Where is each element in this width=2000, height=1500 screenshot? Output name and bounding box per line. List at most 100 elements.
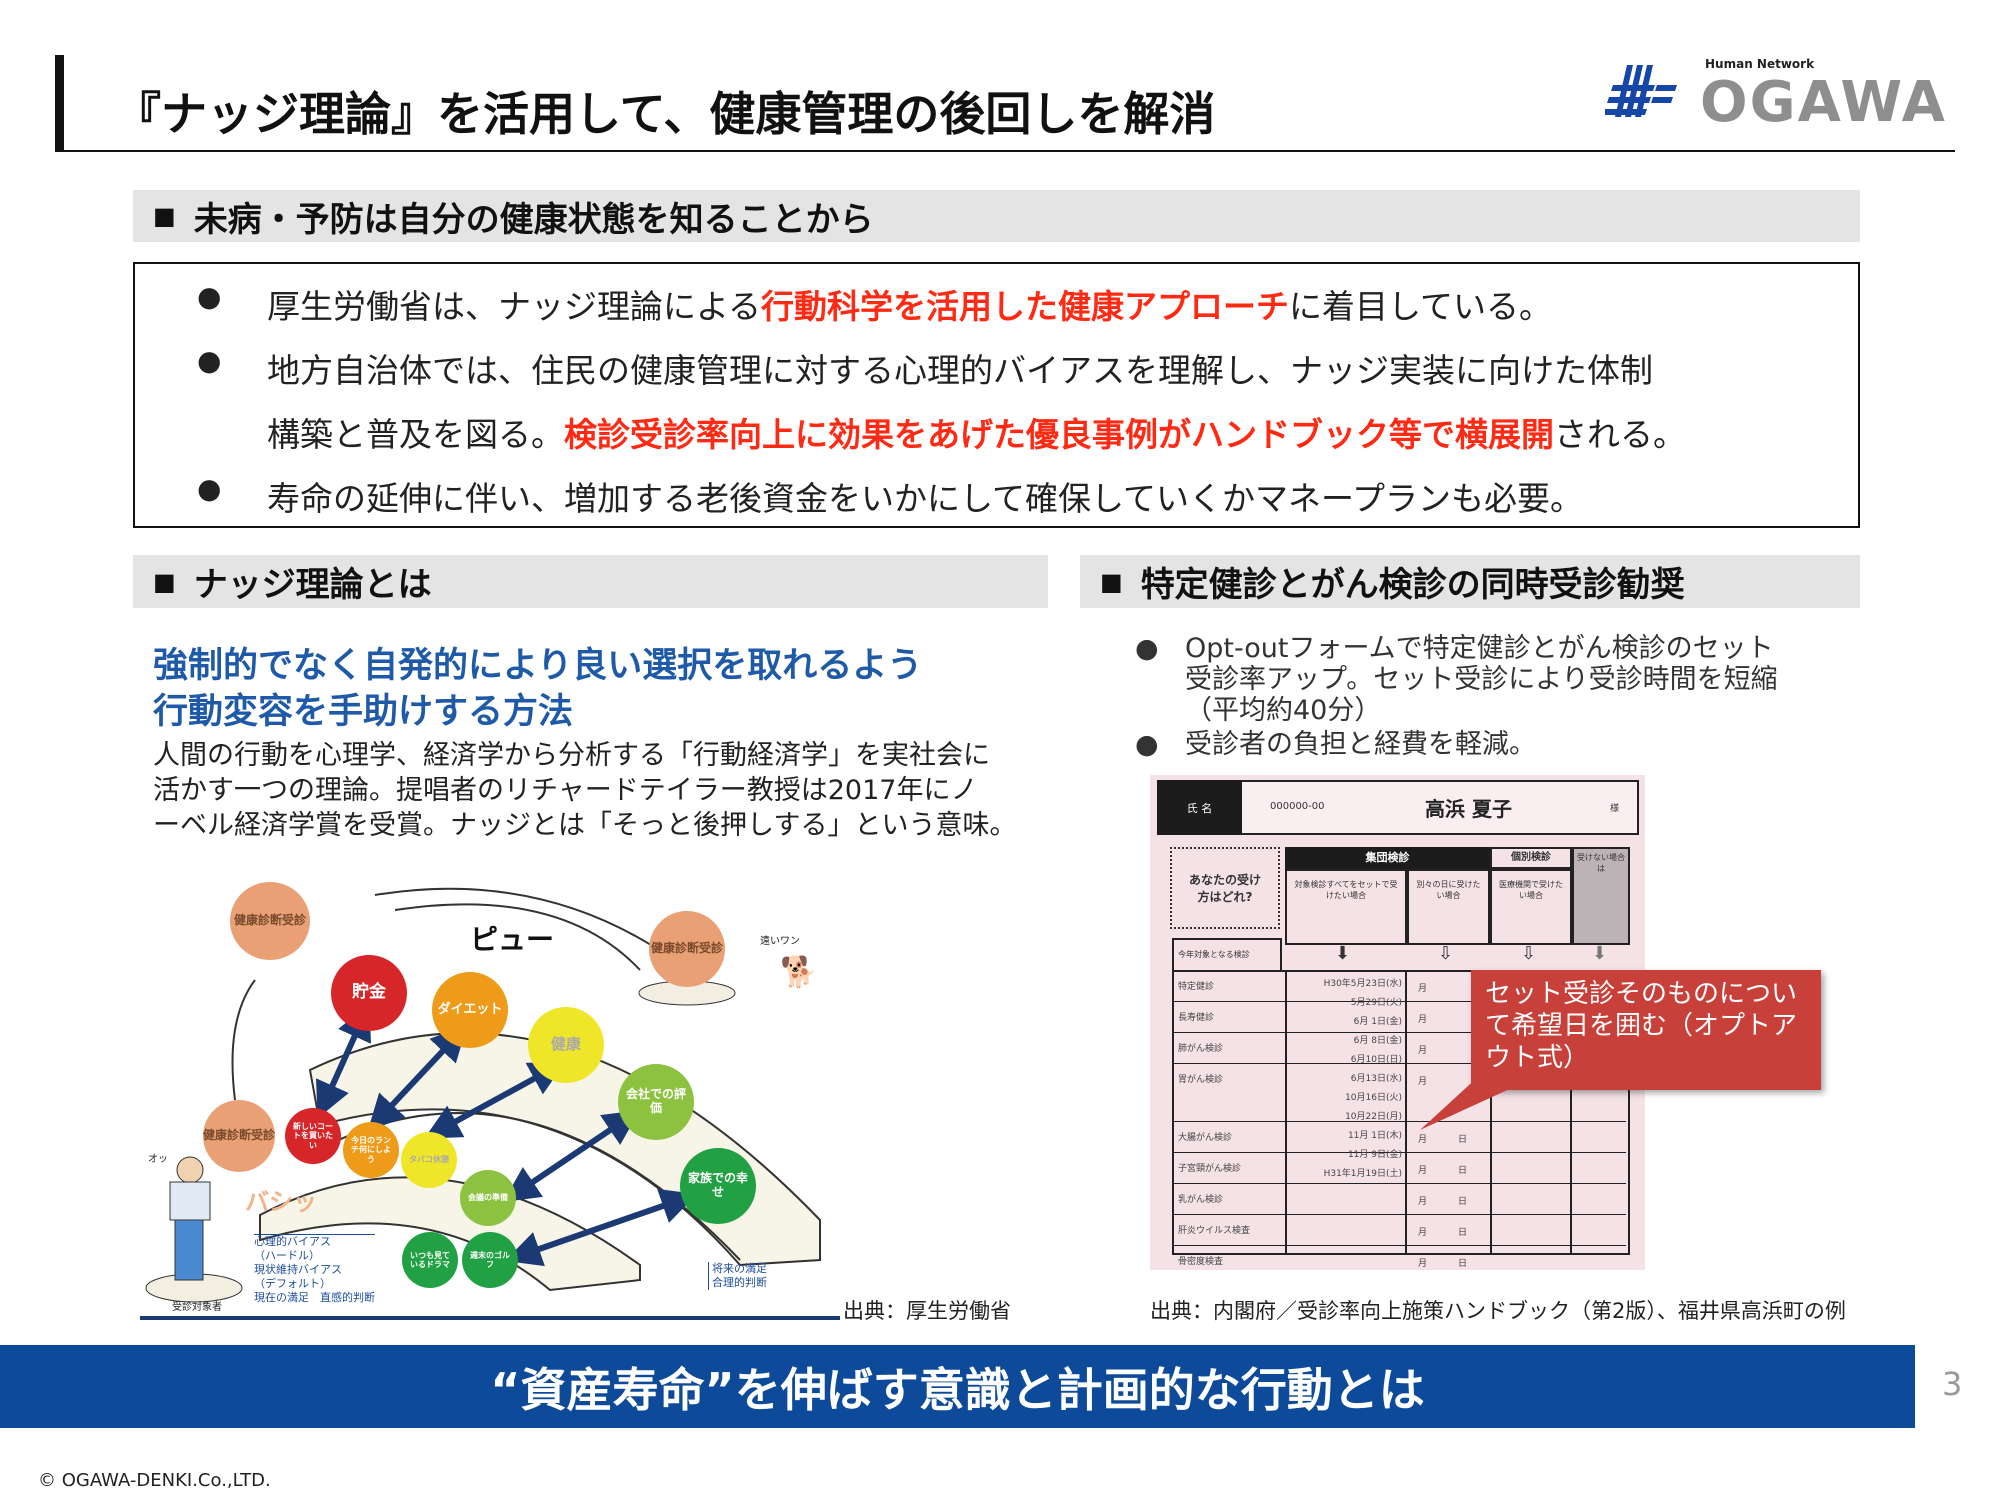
exam-row: 骨密度検査	[1178, 1257, 1224, 1267]
col-set: 対象検診すべてをセットで受けたい場合	[1285, 869, 1407, 945]
bottom-banner: “資産寿命”を伸ばす意識と計画的な行動とは	[0, 1345, 1915, 1428]
bullet-text: 受診者の負担と経費を軽減。	[1185, 729, 1536, 760]
far-sfx: 遠いワン	[760, 936, 800, 947]
date-item: 6月 1日(金)	[1353, 1017, 1402, 1027]
caption-line: 将来の満足	[712, 1262, 767, 1275]
clinic-column	[1490, 970, 1572, 1255]
row-divider	[1172, 1245, 1626, 1246]
bullet-text: 厚生労働省は、ナッジ理論による	[267, 287, 762, 326]
present-smoke-break: タバコ休憩	[401, 1132, 457, 1188]
bullet-icon: ●	[1135, 729, 1159, 760]
month-field: 月	[1418, 984, 1428, 994]
form-question: あなたの受け方はどれ?	[1170, 847, 1280, 929]
caption-line: 現在の満足 直感的判断	[254, 1291, 375, 1304]
month-field: 月	[1418, 1228, 1428, 1238]
square-bullet-icon: ■	[1100, 567, 1123, 596]
date-item: H31年1月19日(土)	[1323, 1169, 1402, 1179]
day-field: 日	[1458, 1135, 1468, 1145]
date-item: 11月 1日(木)	[1347, 1131, 1402, 1141]
caption-line: 合理的判断	[712, 1276, 767, 1289]
arrow-down-icon: ⬇	[1592, 943, 1608, 964]
bullet-text: （平均約40分）	[1185, 695, 1382, 726]
future-health: 健康	[528, 1007, 604, 1083]
future-diet: ダイエット	[432, 972, 508, 1048]
key-points-box: ●厚生労働省は、ナッジ理論による行動科学を活用した健康アプローチに着目している。…	[133, 262, 1860, 528]
dates-column	[1285, 970, 1407, 1255]
section-header-screening: ■ 特定健診とがん検診の同時受診勧奨	[1080, 555, 1860, 608]
checkup-ball-far: 健康診断受診	[649, 911, 725, 987]
arrow-down-outline-icon: ⇩	[1438, 943, 1454, 964]
present-drama: いつも見ているドラマ	[402, 1232, 458, 1288]
future-caption: 将来の満足 合理的判断	[708, 1262, 767, 1290]
square-bullet-icon: ■	[153, 567, 176, 596]
skip-header: 受けない場合は	[1572, 847, 1630, 945]
row-divider	[1172, 1121, 1626, 1122]
form-person-name: 高浜 夏子	[1425, 797, 1512, 821]
logo-mark-icon	[1603, 65, 1677, 117]
description-line: 人間の行動を心理学、経済学から分析する「行動経済学」を実社会に	[153, 740, 990, 771]
individual-exam-header: 個別検診	[1490, 847, 1572, 869]
oh-sfx: オッ	[148, 1154, 168, 1165]
logo-name: OGAWA	[1700, 70, 1947, 135]
bullet-text: 構築と普及を図る。	[267, 415, 564, 454]
month-field: 月	[1418, 1166, 1428, 1176]
date-item: 6月 8日(金)	[1353, 1036, 1402, 1046]
date-item: 6月10日(日)	[1350, 1055, 1402, 1065]
date-item: 10月22日(月)	[1345, 1112, 1402, 1122]
row-divider	[1172, 1001, 1626, 1002]
future-savings: 貯金	[331, 955, 407, 1031]
whoosh-sfx: ピュー	[470, 923, 555, 956]
month-field: 月	[1418, 1077, 1428, 1087]
exam-row: 大腸がん検診	[1178, 1133, 1233, 1143]
section-header-nudge: ■ナッジ理論とは	[133, 555, 1048, 608]
section-heading: 未病・予防は自分の健康状態を知ることから	[193, 199, 874, 240]
present-lunch: 今日のランチ何にしよう	[343, 1122, 399, 1178]
caption-line: （ハードル）	[254, 1249, 320, 1262]
bullet-text: 地方自治体では、住民の健康管理に対する心理的バイアスを理解し、ナッジ実装に向けた…	[267, 351, 1653, 390]
date-list: H30年5月23日(水)5月29日(火)6月 1日(金)6月 8日(金)6月10…	[1290, 975, 1402, 1184]
bullet-icon: ●	[197, 280, 222, 313]
present-coat: 新しいコートを買いたい	[285, 1108, 341, 1164]
callout-opt-out: セット受診そのものについて希望日を囲む（オプトアウト式）	[1471, 970, 1821, 1090]
bullet-icon: ●	[1135, 633, 1159, 664]
present-golf: 週末のゴルフ	[462, 1232, 518, 1288]
month-field: 月	[1418, 1135, 1428, 1145]
square-bullet-icon: ■	[153, 202, 176, 230]
bullet-icon: ●	[197, 344, 222, 377]
exam-row: 胃がん検診	[1178, 1075, 1224, 1085]
nudge-description: 人間の行動を心理学、経済学から分析する「行動経済学」を実社会に 活かす一つの理論…	[153, 738, 1016, 843]
description-line: ーベル経済学賞を受賞。ナッジとは「そっと後押しする」という意味。	[153, 810, 1017, 841]
month-field: 月	[1418, 1197, 1428, 1207]
section-heading: 特定健診とがん検診の同時受診勧奨	[1140, 565, 1685, 605]
bullet-text: 寿命の延伸に伴い、増加する老後資金をいかにして確保していくかマネープランも必要。	[267, 479, 1584, 518]
section-header-prevention: ■ 未病・予防は自分の健康状態を知ることから	[133, 190, 1860, 242]
future-career: 会社での評価	[618, 1064, 694, 1140]
exam-row: 乳がん検診	[1178, 1195, 1224, 1205]
row-divider	[1172, 1032, 1626, 1033]
slap-sfx: バシッ	[245, 1188, 317, 1216]
name-label: 氏 名	[1157, 780, 1242, 835]
present-meeting: 会議の準備	[460, 1170, 516, 1226]
row-divider	[1172, 1214, 1626, 1215]
opt-out-form-sample: 氏 名 000000-00 高浜 夏子 様 あなたの受け方はどれ? 集団検診 個…	[1150, 775, 1821, 1270]
bullet-icon: ●	[197, 472, 222, 505]
description-line: 活かす一つの理論。提唱者のリチャードテイラー教授は2017年にノ	[153, 775, 978, 806]
month-field: 月	[1418, 1259, 1428, 1269]
date-item: 6月13日(水)	[1350, 1074, 1402, 1084]
caption-line: 現状維持バイアス	[254, 1263, 342, 1276]
form-honorific: 様	[1610, 804, 1620, 814]
exam-row: 肺がん検診	[1178, 1044, 1224, 1054]
bullet-text: Opt-outフォームで特定健診とがん検診のセット	[1185, 633, 1774, 664]
date-item: 11月 9日(金)	[1347, 1150, 1402, 1160]
arrow-down-icon: ⬇	[1335, 943, 1351, 964]
row-divider	[1172, 1063, 1626, 1064]
group-exam-header: 集団検診	[1285, 847, 1490, 869]
caption-line: （デフォルト）	[254, 1277, 331, 1290]
person-label: 受診対象者	[172, 1302, 222, 1313]
arrow-down-outline-icon: ⇩	[1521, 943, 1537, 964]
bullet-emphasis: 検診受診率向上に効果をあげた優良事例がハンドブック等で横展開	[564, 415, 1554, 454]
col-separate: 別々の日に受けたい場合	[1407, 869, 1490, 945]
target-label: 今年対象となる検診	[1172, 938, 1282, 972]
source-right: 出典：内閣府／受診率向上施策ハンドブック（第2版）、福井県高浜町の例	[1150, 1299, 1846, 1323]
definition-line: 行動変容を手助けする方法	[153, 692, 574, 732]
